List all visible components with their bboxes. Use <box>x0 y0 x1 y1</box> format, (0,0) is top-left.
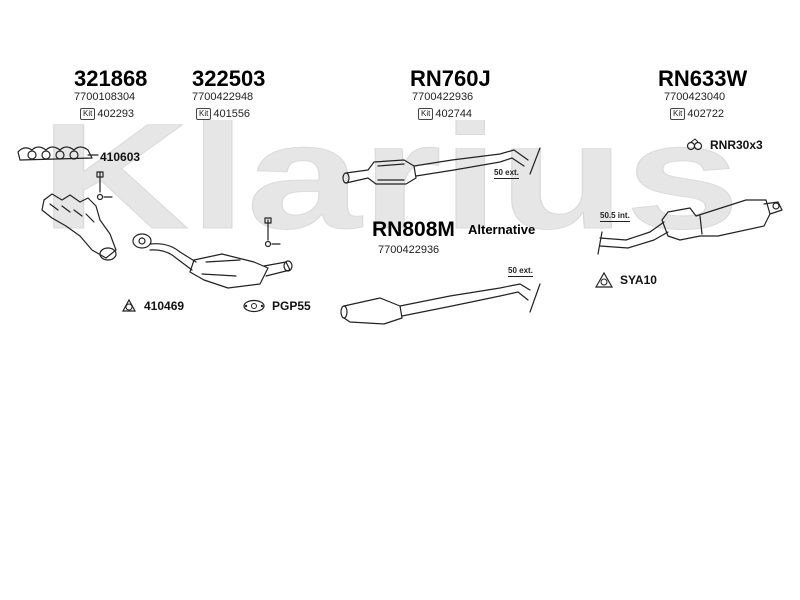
kit-1[interactable]: Kit 402293 <box>80 108 134 120</box>
rubber-mount-mid-label[interactable]: SYA10 <box>594 271 657 289</box>
kit-4[interactable]: Kit 402722 <box>670 108 724 120</box>
ring-gasket-number: 410469 <box>144 299 185 313</box>
flange-gasket-label[interactable]: PGP55 <box>242 299 311 313</box>
manifold-gasket-icon[interactable] <box>17 146 99 161</box>
ring-gasket-icon <box>121 298 137 312</box>
kit-number-3: 402744 <box>435 108 473 120</box>
exhaust-manifold-icon[interactable] <box>41 193 117 261</box>
catalytic-converter-icon[interactable] <box>132 233 293 289</box>
kit-3[interactable]: Kit 402744 <box>418 108 472 120</box>
kit-number-4: 402722 <box>687 108 725 120</box>
bolt-icon <box>96 171 113 201</box>
oe-number-3: 7700422936 <box>412 91 474 103</box>
flange-gasket-icon <box>243 299 265 313</box>
kit-2[interactable]: Kit 401556 <box>196 108 250 120</box>
rubber-mount-rear-number: RNR30x3 <box>710 138 763 152</box>
middle-catalyst-icon[interactable] <box>342 147 541 185</box>
part-number-4[interactable]: RN633W <box>658 66 748 91</box>
kit-badge-icon: Kit <box>670 108 686 120</box>
rubber-mount-icon <box>686 138 703 151</box>
alternative-middle-pipe-icon[interactable] <box>340 283 541 325</box>
alternative-label: Alternative <box>468 222 536 237</box>
alternative-part-number[interactable]: RN808M <box>372 218 455 241</box>
oe-number-4: 7700423040 <box>664 91 726 103</box>
kit-number-2: 401556 <box>213 108 251 120</box>
gasket-manifold-number: 410603 <box>100 150 141 164</box>
rubber-mount-mid-icon <box>594 271 614 288</box>
part-number-2[interactable]: 322503 <box>192 66 266 91</box>
rear-int-label: 50.5 int. <box>600 211 630 222</box>
kit-badge-icon: Kit <box>196 108 212 120</box>
bolt-icon <box>264 217 281 248</box>
alternative-oe-number: 7700422936 <box>378 244 440 256</box>
flange-gasket-number: PGP55 <box>272 299 311 313</box>
part-number-1[interactable]: 321868 <box>74 66 148 91</box>
rubber-mount-mid-number: SYA10 <box>620 273 657 287</box>
rear-silencer-icon[interactable] <box>597 199 783 255</box>
kit-badge-icon: Kit <box>418 108 434 120</box>
alt-pipe-ext-label: 50 ext. <box>508 266 533 277</box>
gasket-manifold-label[interactable]: 410603 <box>100 150 140 164</box>
oe-number-1: 7700108304 <box>74 91 136 103</box>
ring-gasket-label[interactable]: 410469 <box>120 298 184 314</box>
oe-number-2: 7700422948 <box>192 91 254 103</box>
front-pipe-ext-label: 50 ext. <box>494 168 519 179</box>
rubber-mount-rear-label[interactable]: RNR30x3 <box>686 138 763 152</box>
part-number-3[interactable]: RN760J <box>410 66 491 91</box>
kit-number-1: 402293 <box>97 108 135 120</box>
kit-badge-icon: Kit <box>80 108 96 120</box>
